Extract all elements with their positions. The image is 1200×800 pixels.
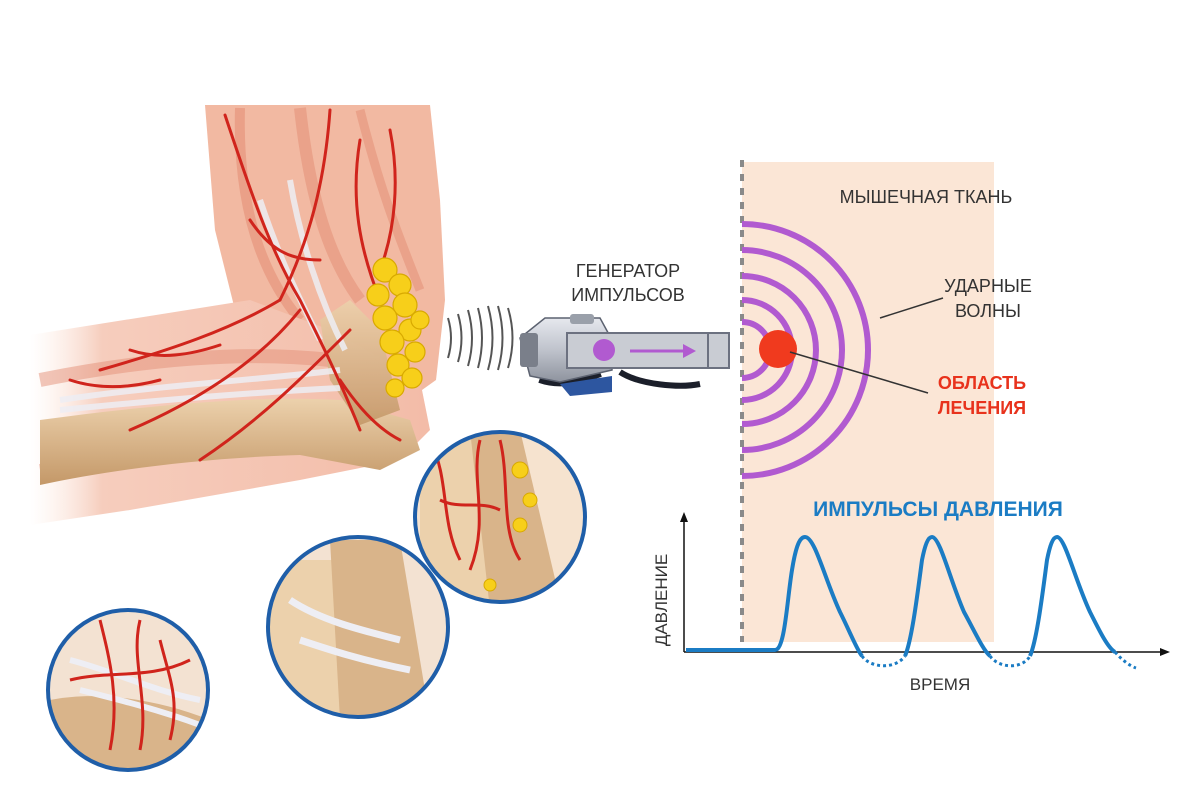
treatment-area-leader (789, 351, 929, 394)
blood-vessels (68, 108, 402, 462)
elbow-anatomy-illustration (30, 105, 445, 525)
zoom-circle-3 (46, 608, 210, 772)
generator-label-line1: ГЕНЕРАТОР (576, 261, 680, 281)
x-axis-label: ВРЕМЯ (910, 675, 970, 694)
pressure-pulse-curve (686, 535, 1117, 658)
zoom-circle-1 (413, 430, 587, 604)
pressure-dip-dotted (860, 651, 1137, 670)
pressure-pulse-graph (680, 512, 1170, 670)
treatment-area-label-line2: ЛЕЧЕНИЯ (938, 398, 1026, 418)
fat-deposit (366, 257, 430, 398)
emission-waves (447, 305, 514, 371)
wave-arc-3 (741, 273, 819, 427)
pulse-source-dot (593, 339, 615, 361)
shock-waves-label-line1: УДАРНЫЕ (944, 276, 1032, 296)
treatment-area-dot (759, 330, 797, 368)
forearm-bone (40, 398, 420, 485)
muscle-tissue-label: МЫШЕЧНАЯ ТКАНЬ (840, 187, 1013, 207)
zoom-circle-2 (266, 535, 450, 719)
shock-waves-label-line2: ВОЛНЫ (955, 301, 1021, 321)
treatment-area-label-line1: ОБЛАСТЬ (938, 373, 1026, 393)
generator-label-line2: ИМПУЛЬСОВ (571, 285, 685, 305)
y-axis-label: ДАВЛЕНИЕ (652, 554, 671, 646)
muscle-tissue-panel (742, 162, 994, 642)
wave-arc-5 (741, 221, 871, 479)
pressure-pulses-title: ИМПУЛЬСЫ ДАВЛЕНИЯ (813, 498, 1063, 521)
wave-arc-4 (741, 247, 845, 453)
shockwave-applicator-icon (519, 314, 730, 396)
shock-waves-leader (879, 297, 944, 319)
